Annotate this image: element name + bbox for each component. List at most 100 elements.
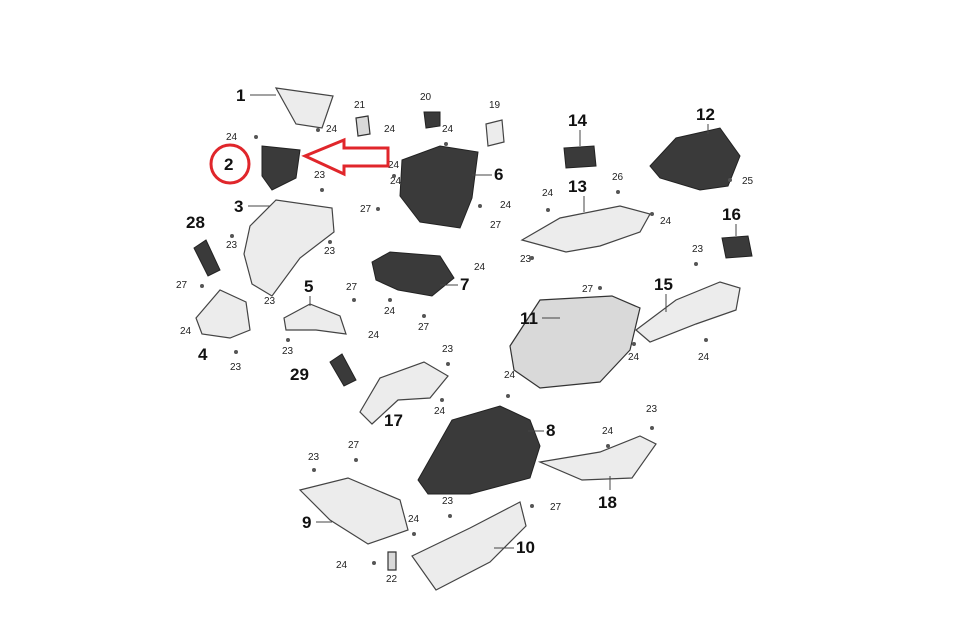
callout-4: 4 [198,345,208,364]
screw-icon [200,284,204,288]
screw-icon [694,262,698,266]
screw-icon [546,208,550,212]
fastener-label-24: 24 [660,216,672,227]
screw-icon [352,298,356,302]
fastener-label-23: 23 [314,170,326,181]
callout-16: 16 [722,205,741,224]
fastener-label-24: 24 [698,352,710,363]
fastener-label-27: 27 [360,204,372,215]
callout-19: 19 [489,100,501,111]
part-14-shape [563,145,597,169]
fastener-label-24: 24 [474,262,486,273]
fastener-label-24: 24 [542,188,554,199]
callout-1: 1 [236,86,245,105]
part-21-shape [355,115,371,137]
screw-icon [704,338,708,342]
callout-9: 9 [302,513,311,532]
part-17-shape [359,361,449,425]
screw-icon [328,240,332,244]
fastener-label-24: 24 [384,124,396,135]
screw-icon [388,298,392,302]
screw-icon [606,444,610,448]
callout-6: 6 [494,165,503,184]
screw-icon [392,174,396,178]
part-12-shape [649,127,741,191]
screw-icon [320,188,324,192]
screw-icon [286,338,290,342]
screw-icon [234,350,238,354]
screw-icon [598,286,602,290]
part-1-shape [274,87,334,129]
callout-3: 3 [234,197,243,216]
callout-18: 18 [598,493,617,512]
fastener-label-26: 26 [612,172,624,183]
callout-29: 29 [290,365,309,384]
callout-20: 20 [420,92,432,103]
part-8-shape [417,405,541,495]
fastener-label-25: 25 [742,176,754,187]
part-9-shape [298,477,409,545]
part-13-shape [520,205,651,253]
callout-22: 22 [386,574,398,585]
part-22-shape [387,551,397,571]
fastener-label-24: 24 [226,132,238,143]
fastener-label-24: 24 [388,160,400,171]
fastener-label-24: 24 [368,330,380,341]
screw-icon [254,135,258,139]
callout-15: 15 [654,275,673,294]
callout-21: 21 [354,100,366,111]
fastener-labels: 24 24 23 24 24 24 24 27 24 27 24 27 24 2… [176,124,754,571]
fastener-label-23: 23 [442,496,454,507]
fastener-label-24: 24 [504,370,516,381]
fastener-label-24: 24 [326,124,338,135]
fastener-label-23: 23 [324,246,336,257]
callout-17: 17 [384,411,403,430]
screw-icon [446,362,450,366]
fastener-label-24: 24 [434,406,446,417]
callout-12: 12 [696,105,715,124]
part-19-shape [485,119,505,147]
screw-icon [506,394,510,398]
part-6-shape [399,145,479,229]
screw-icon [728,178,732,182]
part-29-shape [329,353,357,387]
fastener-label-23: 23 [646,404,658,415]
fastener-label-23: 23 [520,254,532,265]
fastener-label-24: 24 [442,124,454,135]
highlight-circle [209,143,251,185]
screw-icon [422,314,426,318]
callout-14: 14 [568,111,587,130]
highlight-arrow-icon [301,137,390,177]
screw-icon [372,561,376,565]
callout-28: 28 [186,213,205,232]
screw-icon [530,504,534,508]
fastener-label-24: 24 [390,176,402,187]
callout-2: 2 [224,155,233,174]
fastener-label-27: 27 [490,220,502,231]
screw-icon [412,532,416,536]
screw-icon [530,256,534,260]
fastener-label-27: 27 [346,282,358,293]
fastener-label-27: 27 [582,284,594,295]
fastener-label-24: 24 [384,306,396,317]
fastener-label-27: 27 [550,502,562,513]
screw-icon [312,468,316,472]
part-10-shape [411,501,527,591]
part-2-shape [261,145,301,191]
callout-13: 13 [568,177,587,196]
fastener-label-23: 23 [230,362,242,373]
fastener-label-27: 27 [418,322,430,333]
screw-icon [354,458,358,462]
screw-icon [616,190,620,194]
callout-8: 8 [546,421,555,440]
fastener-label-23: 23 [282,346,294,357]
fastener-label-24: 24 [408,514,420,525]
screw-icon [376,207,380,211]
fastener-label-23: 23 [226,240,238,251]
fastener-label-24: 24 [628,352,640,363]
part-15-shape [635,281,741,343]
part-11-shape [509,295,641,389]
callout-5: 5 [304,277,313,296]
